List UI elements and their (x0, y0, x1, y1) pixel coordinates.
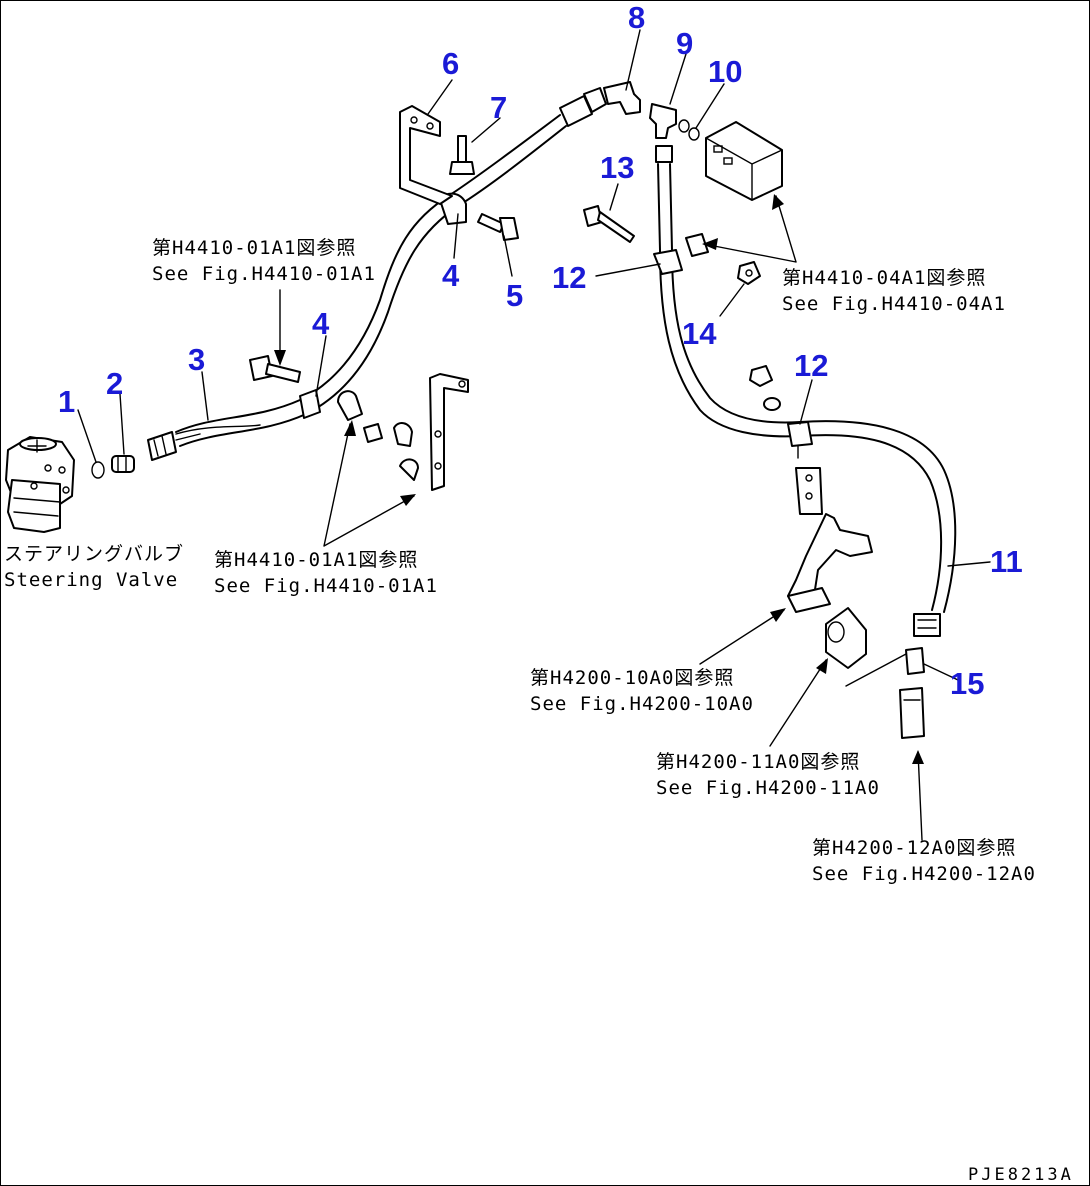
reference-en: See Fig.H4410-04A1 (782, 293, 1006, 315)
part-number: 4 (442, 258, 460, 293)
reference-en: See Fig.H4200-10A0 (530, 693, 754, 715)
part-number: 11 (990, 544, 1023, 579)
tee-adapter (649, 103, 690, 139)
fitting-connector (111, 455, 135, 473)
small-bracket (685, 233, 709, 257)
valve-block (705, 121, 783, 201)
bolt-13 (583, 205, 635, 243)
part-number: 9 (676, 26, 693, 61)
part-number: 4 (312, 306, 330, 341)
part-number: 6 (442, 46, 459, 81)
block-fitting (825, 607, 867, 669)
reference-jp: 第H4200-10A0図参照 (530, 667, 734, 689)
part-number: 12 (794, 348, 828, 383)
steering-valve-label-jp: ステアリングバルブ (4, 542, 184, 565)
clamp-12-lower (749, 365, 823, 515)
reference-en: See Fig.H4410-01A1 (214, 575, 438, 597)
reference-jp: 第H4410-01A1図参照 (214, 549, 418, 571)
part-number: 13 (600, 150, 634, 185)
clamp-parts (337, 373, 469, 491)
part-number: 7 (490, 90, 507, 125)
drawing-code: PJE8213A (968, 1165, 1074, 1185)
part-number-labels: 1 2 3 4 4 5 6 7 8 9 10 11 12 12 13 14 15 (58, 0, 1023, 701)
hose-main (147, 87, 607, 461)
part-number: 5 (506, 278, 523, 313)
bracket (399, 105, 453, 205)
part-number: 3 (188, 342, 205, 377)
bolt-flanged (249, 355, 301, 383)
reference-jp: 第H4410-04A1図参照 (782, 267, 986, 289)
reference-jp: 第H4200-11A0図参照 (656, 751, 860, 773)
reference-jp: 第H4200-12A0図参照 (812, 837, 1016, 859)
part-number: 10 (708, 54, 742, 89)
part-number: 15 (950, 666, 984, 701)
reference-labels: 第H4410-01A1図参照 See Fig.H4410-01A1 第H4410… (4, 237, 1036, 885)
bolt-7 (449, 135, 475, 175)
bolt-5 (477, 213, 519, 241)
o-ring-10 (688, 127, 700, 141)
leader-lines (77, 29, 991, 841)
clamp-lower (299, 389, 321, 419)
o-ring (91, 461, 105, 479)
steering-valve-label-en: Steering Valve (4, 569, 178, 591)
elbow-fitting (603, 81, 641, 115)
part-number: 12 (552, 260, 586, 295)
part-number: 2 (106, 366, 123, 401)
reference-jp: 第H4410-01A1図参照 (152, 237, 356, 259)
reference-en: See Fig.H4200-12A0 (812, 863, 1036, 885)
adapter-15 (899, 647, 925, 739)
reference-en: See Fig.H4200-11A0 (656, 777, 880, 799)
reference-en: See Fig.H4410-01A1 (152, 263, 376, 285)
clamp-12-upper (653, 249, 683, 275)
nut-14 (737, 261, 761, 285)
steering-valve (5, 436, 75, 533)
elbow-pipe (787, 513, 873, 613)
part-number: 1 (58, 384, 75, 419)
part-number: 8 (628, 0, 645, 35)
part-number: 14 (682, 316, 717, 351)
arrowheads (274, 194, 924, 764)
